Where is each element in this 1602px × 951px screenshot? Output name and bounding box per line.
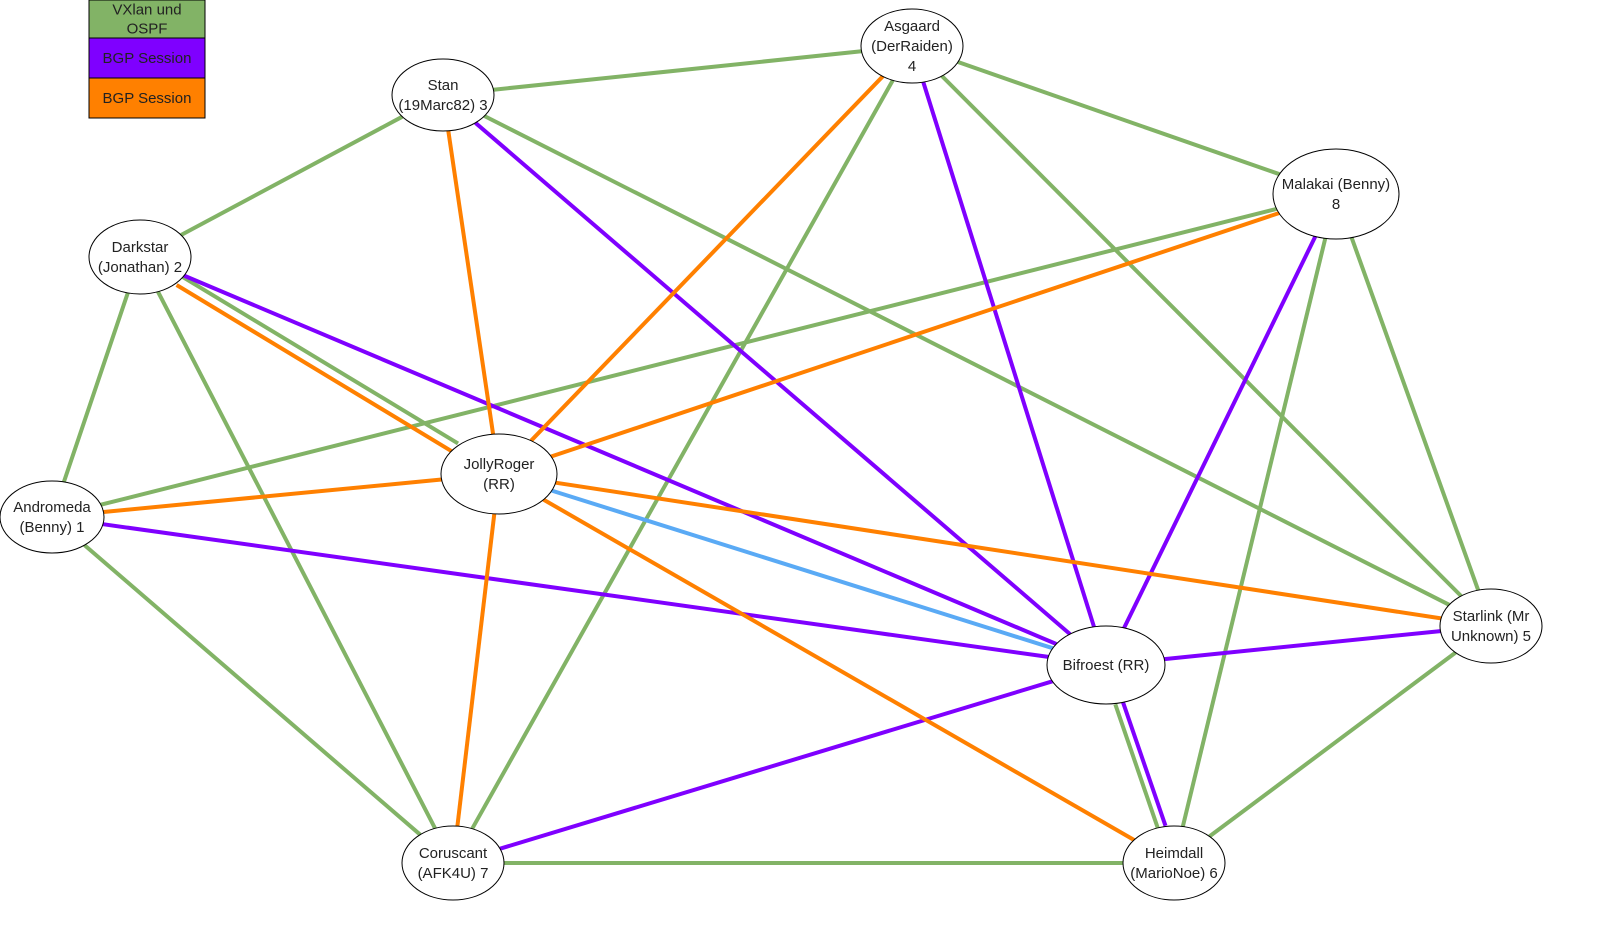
edge-starlink-heimdall-green — [1208, 650, 1457, 839]
legend-item-bgp_purple: BGP Session — [88, 37, 206, 79]
node-darkstar[interactable]: Darkstar (Jonathan) 2 — [88, 219, 192, 295]
node-jollyroger[interactable]: JollyRoger (RR) — [440, 433, 558, 515]
node-label: Andromeda — [13, 499, 91, 516]
node-label: Malakai (Benny) — [1282, 176, 1390, 193]
edges-layer — [62, 49, 1481, 865]
node-ellipse — [1272, 148, 1400, 240]
edge-andromeda-bifroest-purple — [102, 522, 1049, 659]
edge-asgaard-bifroest-purple — [921, 81, 1096, 628]
node-label: Darkstar — [112, 239, 169, 256]
node-label: (Benny) 1 — [19, 519, 84, 536]
edge-bifroest-heimdall-green — [1113, 703, 1160, 830]
edge-heimdall-jollyroger-orange — [542, 497, 1136, 842]
edge-malakai-bifroest-purple — [1122, 235, 1318, 629]
node-ellipse — [440, 433, 558, 515]
edge-asgaard-malakai-green — [957, 60, 1281, 177]
edge-malakai-jollyroger-orange — [550, 211, 1280, 459]
legend-label: BGP Session — [103, 90, 192, 107]
node-ellipse — [1046, 625, 1166, 705]
node-asgaard[interactable]: Asgaard (DerRaiden) 4 — [860, 8, 964, 84]
edge-starlink-bifroest-purple — [1164, 629, 1441, 662]
edge-starlink-jollyroger-orange — [555, 480, 1442, 621]
node-ellipse — [88, 219, 192, 295]
edge-darkstar-andromeda-green — [62, 292, 130, 483]
node-andromeda[interactable]: Andromeda (Benny) 1 — [0, 480, 105, 554]
node-label: (MarioNoe) 6 — [1130, 865, 1218, 882]
node-label: 8 — [1332, 196, 1340, 213]
node-label: 4 — [908, 58, 916, 75]
edge-darkstar-jollyroger-green — [180, 274, 460, 446]
edge-malakai-andromeda-green — [100, 206, 1278, 507]
edge-stan-bifroest-purple — [474, 121, 1072, 636]
edge-andromeda-coruscant-green — [83, 543, 422, 837]
node-ellipse — [391, 58, 495, 132]
edge-asgaard-starlink-green — [940, 74, 1463, 598]
node-label: (DerRaiden) — [871, 38, 953, 55]
edge-stan-darkstar-green — [180, 114, 404, 237]
node-label: Asgaard — [884, 18, 940, 35]
node-label: Stan — [428, 77, 459, 94]
edge-malakai-heimdall-green — [1180, 237, 1328, 828]
legend-label: OSPF — [127, 21, 168, 38]
edge-darkstar-bifroest-purple — [183, 273, 1058, 646]
node-heimdall[interactable]: Heimdall (MarioNoe) 6 — [1122, 825, 1226, 901]
edge-jollyroger-bifroest-blue — [551, 488, 1054, 651]
node-coruscant[interactable]: Coruscant (AFK4U) 7 — [401, 825, 505, 901]
edge-stan-starlink-green — [483, 114, 1451, 607]
node-label: (19Marc82) 3 — [398, 97, 487, 114]
legend-swatch — [88, 77, 206, 119]
node-stan[interactable]: Stan (19Marc82) 3 — [391, 58, 495, 132]
legend-swatch — [88, 0, 206, 39]
edge-darkstar-jollyroger-orange — [175, 283, 454, 454]
node-label: (AFK4U) 7 — [418, 865, 489, 882]
node-bifroest[interactable]: Bifroest (RR) — [1046, 625, 1166, 705]
edge-andromeda-jollyroger-orange — [103, 477, 442, 514]
node-label: JollyRoger — [464, 456, 535, 473]
edge-stan-asgaard-green — [493, 49, 862, 92]
edge-asgaard-coruscant-green — [470, 79, 895, 830]
node-ellipse — [860, 8, 964, 84]
edge-malakai-starlink-green — [1349, 236, 1481, 591]
node-ellipse — [1439, 588, 1543, 664]
node-malakai[interactable]: Malakai (Benny) 8 — [1272, 148, 1400, 240]
node-label: (Jonathan) 2 — [98, 259, 182, 276]
node-label: Coruscant — [419, 845, 488, 862]
node-label: (RR) — [483, 476, 515, 493]
edge-stan-jollyroger-orange — [446, 130, 496, 435]
legend-label: BGP Session — [103, 50, 192, 67]
node-ellipse — [0, 480, 105, 554]
edge-asgaard-jollyroger-orange — [529, 74, 885, 443]
edge-coruscant-jollyroger-orange — [455, 513, 497, 827]
edge-bifroest-heimdall-purple — [1120, 701, 1168, 827]
legend-item-bgp_orange: BGP Session — [88, 77, 206, 119]
edge-coruscant-bifroest-purple — [499, 679, 1053, 851]
legend-swatch — [88, 37, 206, 79]
node-label: Unknown) 5 — [1451, 628, 1531, 645]
node-label: Starlink (Mr — [1453, 608, 1530, 625]
legend-label: VXlan und — [112, 2, 181, 19]
node-ellipse — [1122, 825, 1226, 901]
node-label: Heimdall — [1145, 845, 1203, 862]
node-label: Bifroest (RR) — [1063, 657, 1150, 674]
node-ellipse — [401, 825, 505, 901]
edge-darkstar-coruscant-green — [156, 290, 437, 830]
